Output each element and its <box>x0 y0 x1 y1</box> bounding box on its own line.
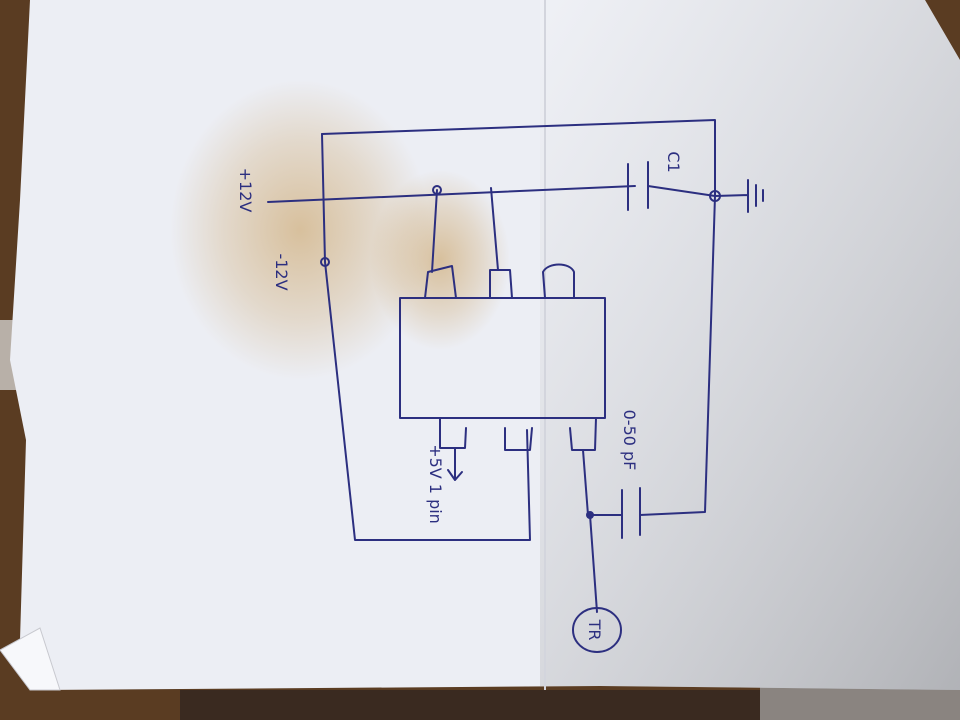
table-fabric-bottom <box>180 690 780 720</box>
wire-right <box>639 195 716 516</box>
coffee-stain <box>170 80 430 380</box>
junction-minus12 <box>320 257 330 267</box>
ic-body <box>399 297 606 419</box>
label-plus-12v: +12V <box>236 168 255 213</box>
junction-cap-bottom <box>586 511 594 519</box>
junctions <box>320 185 721 519</box>
wire-pin1-to-rail <box>431 189 438 273</box>
label-c1: C1 <box>664 151 683 172</box>
ic-pin-bottom-1 <box>439 417 467 449</box>
label-minus-12v: -12V <box>272 253 291 290</box>
wire-left <box>321 133 531 541</box>
junction-plus12 <box>432 185 442 195</box>
label-output-note: +5V 1 pin <box>426 444 445 524</box>
paper-fold-corner <box>0 627 61 691</box>
ic-pin-top-1 <box>424 265 457 299</box>
label-capacitor-value: 0-50 pF <box>620 410 639 471</box>
label-transformer: TR <box>585 619 604 641</box>
coffee-stain-2 <box>370 170 510 350</box>
wire-c1-to-ground <box>647 185 716 197</box>
paper-shade <box>540 0 960 690</box>
ground-symbol <box>714 179 764 213</box>
junction-ground <box>709 190 721 202</box>
output-arrow <box>447 447 463 481</box>
wire-pin2-to-rail <box>490 187 499 271</box>
ic-pin-bottom-2 <box>504 427 533 451</box>
ic-pin-top-2 <box>489 269 513 299</box>
transformer-circle <box>572 607 622 653</box>
wire-top-rail <box>321 119 716 197</box>
wire-to-transformer <box>589 514 598 613</box>
wire-plus12-input <box>267 185 636 203</box>
ic-pin-top-3 <box>542 263 575 299</box>
schematic <box>267 119 764 653</box>
